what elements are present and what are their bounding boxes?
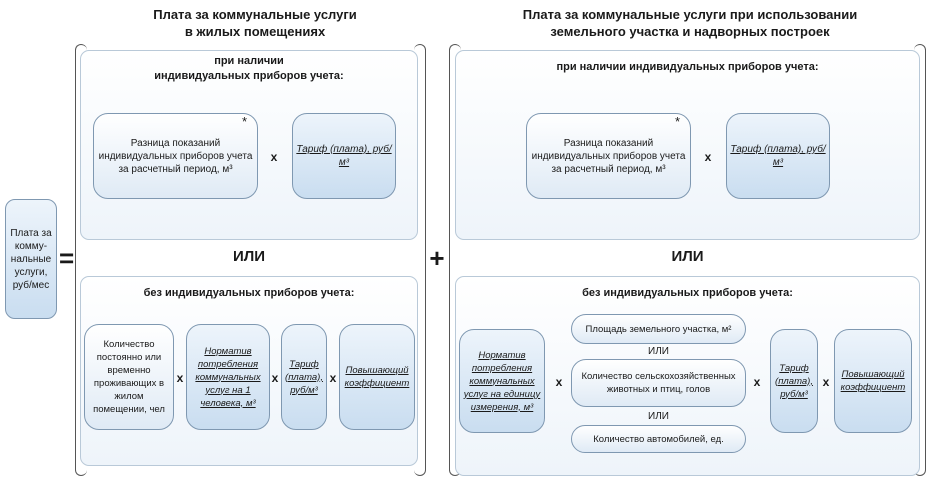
payment-box: Плата за комму- нальные услуги, руб/мес xyxy=(5,199,57,319)
times-sign: x xyxy=(329,371,337,385)
left-unmetered-heading: без индивидуальных приборов учета: xyxy=(143,287,355,299)
plus-sign: + xyxy=(429,243,445,273)
left-tariff-text: Тариф (плата), руб/м³ xyxy=(296,144,392,168)
left-group-open-bracket xyxy=(75,44,87,476)
left-metered-heading: при наличии индивидуальных приборов учет… xyxy=(154,55,344,82)
or-label-small: ИЛИ xyxy=(648,411,669,422)
right-tariff-card: Тариф (плата), руб/м³ xyxy=(726,113,830,199)
left-coef-text: Повышающий коэффициент xyxy=(344,365,410,389)
area-text: Площадь земельного участка, м² xyxy=(585,323,732,335)
times-sign: x xyxy=(270,150,278,164)
right-or-label: ИЛИ xyxy=(671,248,704,265)
left-tariff-text-2: Тариф (плата), руб/м³ xyxy=(285,358,323,396)
left-residents-text: Количество постоянно или временно прожив… xyxy=(93,339,165,415)
left-residents-card: Количество постоянно или временно прожив… xyxy=(84,324,174,430)
right-tariff-text-2: Тариф (плата), руб/м³ xyxy=(775,362,813,400)
cars-card: Количество автомобилей, ед. xyxy=(571,425,746,453)
times-sign: x xyxy=(704,150,712,164)
times-sign: x xyxy=(822,375,830,389)
times-sign: x xyxy=(555,375,563,389)
right-norm-card: Норматив потребления коммунальных услуг … xyxy=(459,329,545,433)
right-title: Плата за коммунальные услуги при использ… xyxy=(522,7,858,39)
left-norm-text: Норматив потребления коммунальных услуг … xyxy=(195,345,261,409)
times-sign: x xyxy=(176,371,184,385)
cars-text: Количество автомобилей, ед. xyxy=(593,433,724,445)
left-reading-diff-card: Разница показаний индивидуальных приборо… xyxy=(93,113,258,199)
right-tariff-text: Тариф (плата), руб/м³ xyxy=(730,144,826,168)
right-unmetered-heading: без индивидуальных приборов учета: xyxy=(582,287,793,299)
right-reading-diff-text: Разница показаний индивидуальных приборо… xyxy=(531,137,686,175)
right-metered-heading: при наличии индивидуальных приборов учет… xyxy=(556,61,819,73)
left-norm-card: Норматив потребления коммунальных услуг … xyxy=(186,324,270,430)
left-title: Плата за коммунальные услуги в жилых пом… xyxy=(153,7,357,39)
left-reading-diff-text: Разница показаний индивидуальных приборо… xyxy=(98,137,253,175)
times-sign: x xyxy=(753,375,761,389)
right-norm-text: Норматив потребления коммунальных услуг … xyxy=(463,349,541,413)
times-sign: x xyxy=(271,371,279,385)
right-coef-card: Повышающий коэффициент xyxy=(834,329,912,433)
equals-sign: = xyxy=(59,243,75,273)
asterisk-mark: * xyxy=(675,114,681,129)
left-tariff-card-2: Тариф (плата), руб/м³ xyxy=(281,324,327,430)
right-coef-text: Повышающий коэффициент xyxy=(840,369,906,393)
right-tariff-card-2: Тариф (плата), руб/м³ xyxy=(770,329,818,433)
left-or-label: ИЛИ xyxy=(232,248,266,265)
left-group-close-bracket xyxy=(414,44,426,476)
area-card: Площадь земельного участка, м² xyxy=(571,314,746,344)
asterisk-mark: * xyxy=(242,114,248,129)
left-tariff-card: Тариф (плата), руб/м³ xyxy=(292,113,396,199)
right-group-close-bracket xyxy=(914,44,926,476)
left-coef-card: Повышающий коэффициент xyxy=(339,324,415,430)
or-label-small: ИЛИ xyxy=(648,346,669,357)
animals-card: Количество сельскохозяйственных животных… xyxy=(571,359,746,407)
right-reading-diff-card: Разница показаний индивидуальных приборо… xyxy=(526,113,691,199)
right-group-open-bracket xyxy=(449,44,461,476)
animals-text: Количество сельскохозяйственных животных… xyxy=(581,371,736,395)
